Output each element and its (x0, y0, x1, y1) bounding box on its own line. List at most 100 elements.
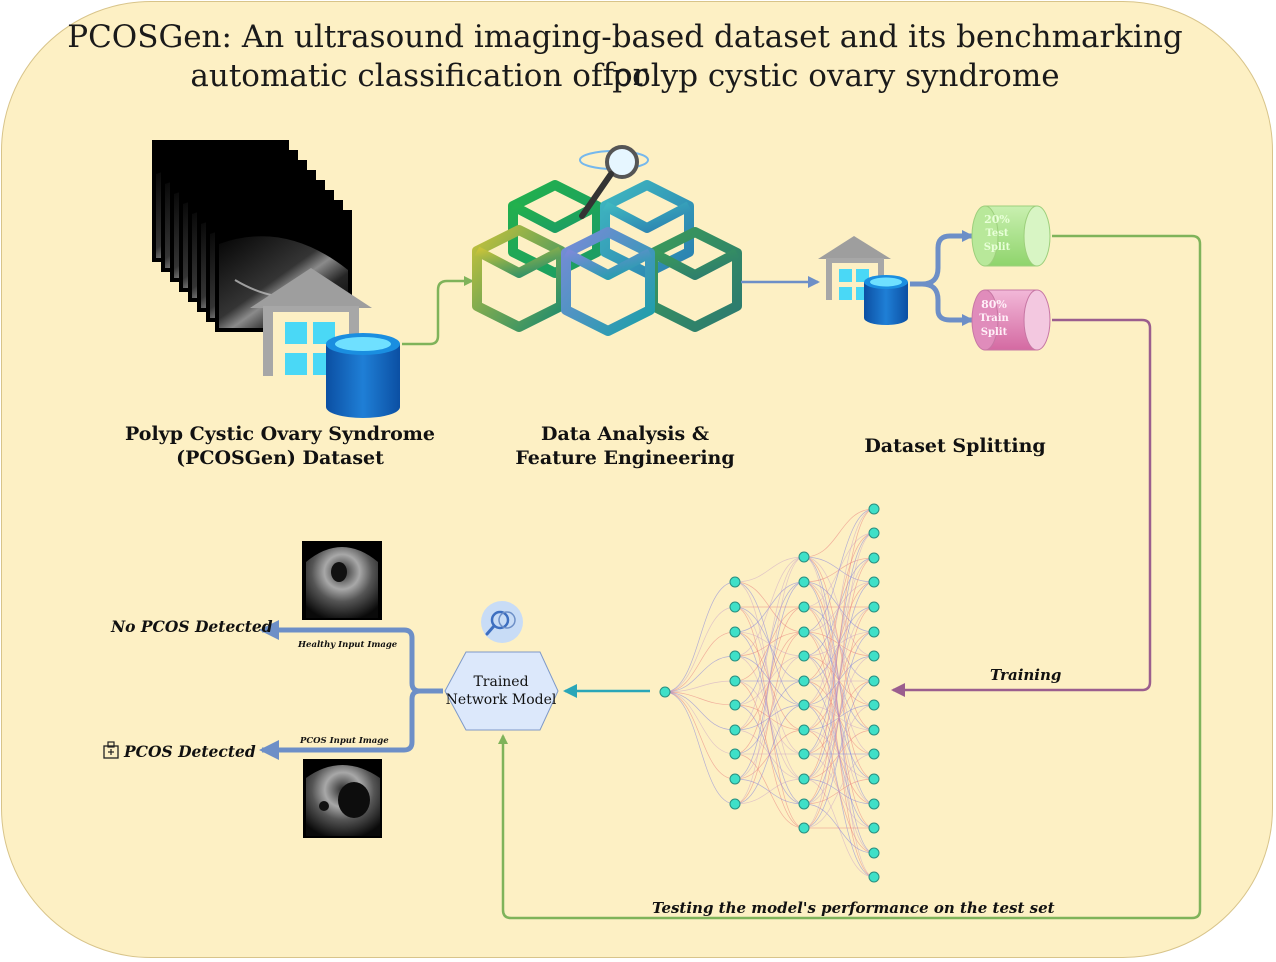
network-edge (803, 508, 875, 706)
training-label: Training (990, 666, 1062, 684)
healthy-ultrasound-image (302, 541, 382, 620)
dataset-label: Polyp Cystic Ovary Syndrome (PCOSGen) Da… (110, 422, 450, 470)
network-node (868, 650, 880, 662)
network-edge (734, 556, 805, 805)
test-split-name: Test (985, 228, 1009, 239)
network-node (798, 551, 810, 563)
network-node (798, 699, 810, 711)
testing-label: Testing the model's performance on the t… (652, 899, 1055, 917)
arrow-to-pcos (259, 688, 443, 760)
training-edge (891, 318, 1152, 697)
network-node (868, 552, 880, 564)
network-node (868, 527, 880, 539)
pcos-input-label: PCOS Input Image (300, 736, 389, 746)
train-split-name: Train (979, 313, 1009, 324)
test-split-cylinder (971, 205, 1051, 267)
network-edge (734, 556, 805, 583)
network-node (798, 601, 810, 613)
hospital-icon (103, 741, 119, 759)
no-pcos-label: No PCOS Detected (111, 617, 273, 636)
network-node (868, 576, 880, 588)
network-node (868, 724, 880, 736)
network-edge (734, 556, 805, 731)
small-database-icon (864, 275, 908, 325)
arrow-to-test-split (910, 230, 974, 287)
network-node (729, 650, 741, 662)
pcos-label: PCOS Detected (124, 742, 256, 761)
analysis-label: Data Analysis & Feature Engineering (495, 422, 755, 470)
train-split-label: 80% Train Split (972, 298, 1016, 340)
test-split-label: 20% Test Split (975, 213, 1019, 255)
network-edge (734, 556, 805, 657)
network-node (798, 724, 810, 736)
magnifier-icon (579, 145, 649, 219)
network-node (798, 675, 810, 687)
network-node (868, 675, 880, 687)
network-node (729, 773, 741, 785)
network-edge (734, 753, 805, 829)
testing-edge (498, 234, 1202, 920)
pcos-ultrasound-image (303, 759, 382, 838)
network-edge (664, 606, 736, 693)
network-edge (803, 606, 875, 829)
network-node (798, 626, 810, 638)
healthy-input-label: Healthy Input Image (298, 640, 398, 650)
network-node (798, 748, 810, 760)
network-node (798, 798, 810, 810)
network-node (659, 686, 671, 698)
database-icon (326, 333, 400, 418)
network-edge (803, 532, 875, 829)
network-node (798, 650, 810, 662)
network-edge (734, 704, 805, 805)
network-node (729, 724, 741, 736)
network-edge (734, 631, 805, 805)
dataset-label-line-1: Polyp Cystic Ovary Syndrome (125, 423, 435, 445)
network-node (729, 699, 741, 711)
network-edge (664, 691, 736, 755)
network-node (868, 822, 880, 834)
train-split-percent: 80% (981, 298, 1007, 311)
test-split-word: Split (983, 242, 1011, 253)
network-edge (803, 508, 875, 633)
network-edge (664, 581, 736, 693)
network-node (868, 798, 880, 810)
network-node (868, 748, 880, 760)
train-split-cylinder (971, 289, 1051, 351)
network-edge (803, 803, 875, 854)
network-edge (664, 631, 736, 693)
network-node (868, 871, 880, 883)
network-node (798, 576, 810, 588)
network-edge (803, 680, 875, 829)
title-line-1: PCOSGen: An ultrasound imaging-based dat… (67, 19, 1183, 93)
network-edge (803, 508, 875, 558)
neural-network (659, 503, 880, 883)
network-node (729, 748, 741, 760)
dataset-label-line-2: (PCOSGen) Dataset (176, 447, 384, 469)
network-node (729, 798, 741, 810)
train-split-word: Split (980, 327, 1008, 338)
trained-model-node (444, 651, 559, 731)
network-edge (803, 508, 875, 780)
splitting-label: Dataset Splitting (864, 435, 1046, 457)
network-edge (664, 680, 736, 693)
model-label-line-1: Trained (473, 674, 529, 690)
network-node (868, 626, 880, 638)
analysis-label-line-1: Data Analysis & (541, 423, 709, 445)
network-node (729, 576, 741, 588)
model-label-line-2: Network Model (445, 692, 557, 708)
network-node (729, 626, 741, 638)
network-edge (664, 691, 736, 731)
network-node (729, 675, 741, 687)
network-edge (803, 753, 875, 829)
network-node (868, 773, 880, 785)
model-label: Trained Network Model (445, 673, 557, 709)
network-edge (734, 778, 805, 805)
network-edge (664, 691, 736, 805)
network-edge (664, 691, 736, 780)
network-edge (664, 655, 736, 693)
network-node (868, 699, 880, 711)
arrow-to-train-split (910, 281, 974, 326)
network-node (868, 847, 880, 859)
analysis-label-line-2: Feature Engineering (515, 447, 735, 469)
